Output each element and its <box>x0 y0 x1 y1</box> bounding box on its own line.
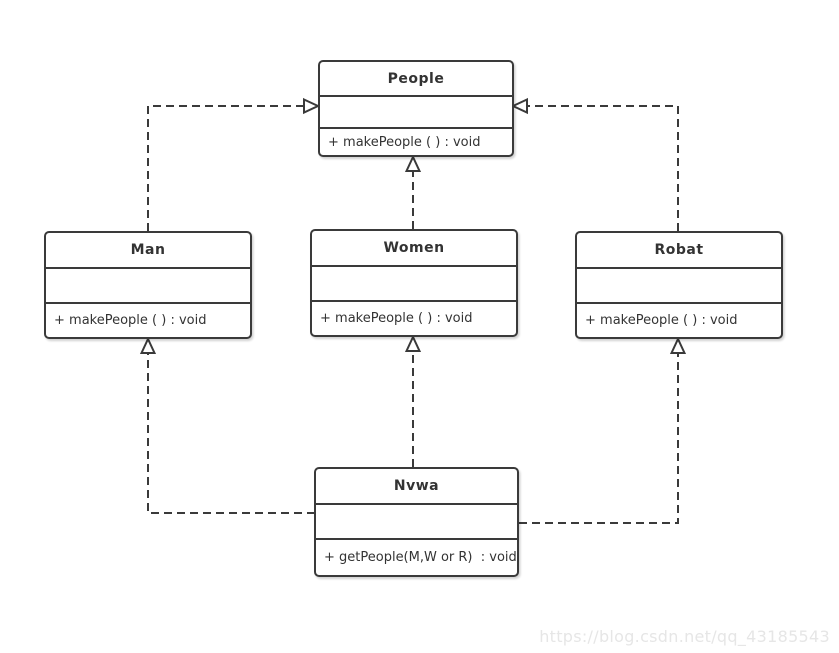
class-method: + makePeople ( ) : void <box>320 127 512 155</box>
arrowhead-nvwa-robat <box>669 336 687 354</box>
class-attributes <box>316 503 517 538</box>
class-method: + makePeople ( ) : void <box>577 302 781 337</box>
class-attributes <box>312 265 516 300</box>
class-title: Women <box>383 240 445 256</box>
arrowhead-women-people <box>404 154 422 172</box>
watermark-text: https://blog.csdn.net/qq_43185543 <box>539 627 830 646</box>
connector-robat-people <box>527 105 679 231</box>
class-box-robat: Robat + makePeople ( ) : void <box>575 231 783 339</box>
class-box-women: Women + makePeople ( ) : void <box>310 229 518 337</box>
class-title: People <box>387 70 445 87</box>
arrowhead-man-people <box>303 97 321 115</box>
class-box-man: Man + makePeople ( ) : void <box>44 231 252 339</box>
connector-man-people <box>147 105 304 231</box>
class-attributes <box>320 95 512 127</box>
class-method: + makePeople ( ) : void <box>312 300 516 335</box>
class-attributes <box>577 267 781 302</box>
class-box-nvwa: Nvwa + getPeople(M,W or R) : void <box>314 467 519 577</box>
class-title: Man <box>130 242 166 258</box>
arrowhead-nvwa-women <box>404 334 422 352</box>
class-method: + makePeople ( ) : void <box>46 302 250 337</box>
connector-nvwa-robat <box>519 353 679 524</box>
class-title: Robat <box>654 242 704 258</box>
connector-nvwa-man <box>147 353 315 514</box>
arrowhead-robat-people <box>510 97 528 115</box>
class-title: Nvwa <box>393 478 440 494</box>
class-box-people: People + makePeople ( ) : void <box>318 60 514 157</box>
arrowhead-nvwa-man <box>139 336 157 354</box>
class-method: + getPeople(M,W or R) : void <box>316 538 517 575</box>
class-attributes <box>46 267 250 302</box>
